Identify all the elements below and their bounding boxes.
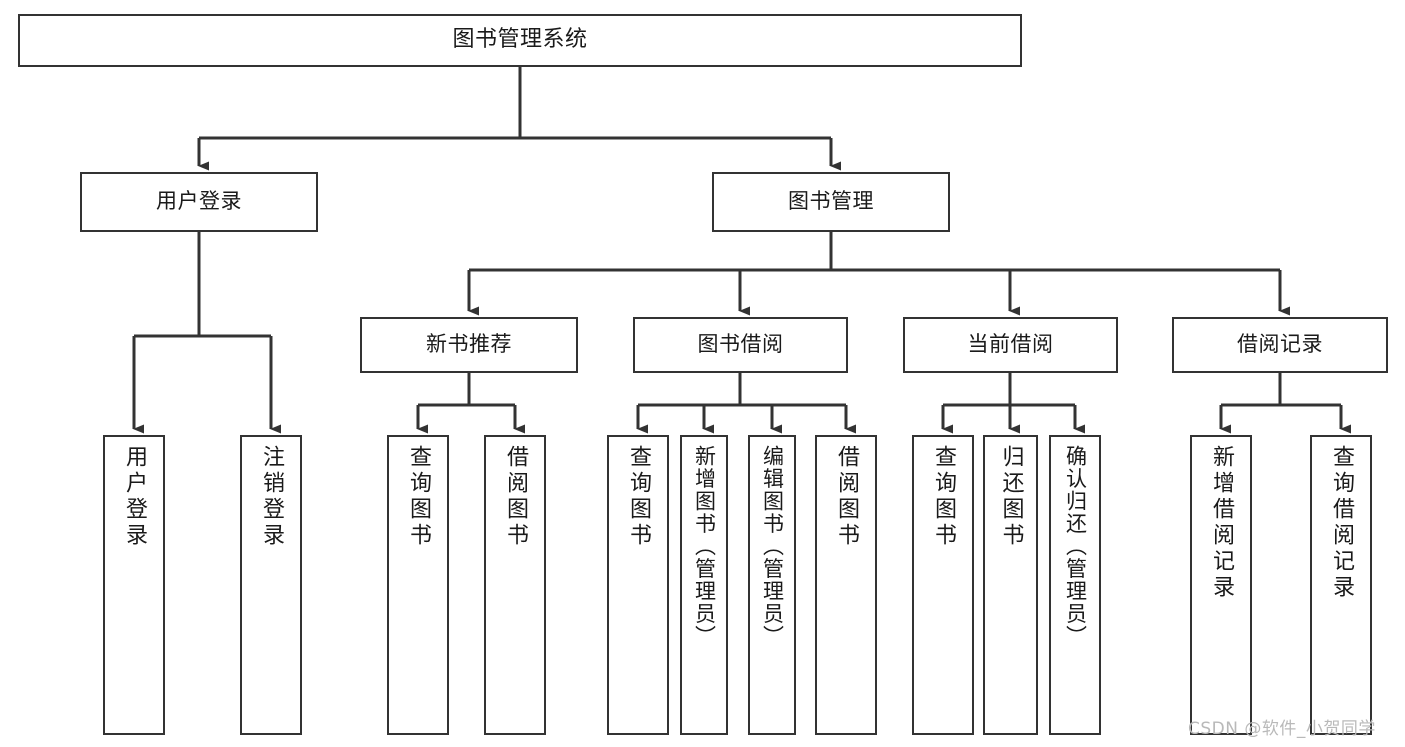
node-leaf-add-book-label: 新增图书（管理员） — [692, 445, 717, 648]
node-user-login-label: 用户登录 — [156, 189, 242, 214]
node-borrow-record-label: 借阅记录 — [1237, 332, 1323, 357]
node-new-book-rec[interactable]: 新书推荐 — [360, 317, 578, 373]
node-leaf-borrow-book-1-label: 借阅图书 — [503, 445, 528, 549]
node-new-book-rec-label: 新书推荐 — [426, 332, 512, 357]
node-book-borrow[interactable]: 图书借阅 — [633, 317, 848, 373]
node-leaf-edit-book-label: 编辑图书（管理员） — [760, 445, 785, 648]
node-current-borrow-label: 当前借阅 — [967, 332, 1054, 357]
node-book-manage[interactable]: 图书管理 — [712, 172, 950, 232]
node-root-label: 图书管理系统 — [452, 27, 588, 53]
node-root[interactable]: 图书管理系统 — [18, 14, 1022, 67]
node-leaf-query-book-2[interactable]: 查询图书 — [607, 435, 669, 735]
node-leaf-user-login-label: 用户登录 — [122, 445, 147, 549]
node-book-manage-label: 图书管理 — [788, 189, 874, 214]
node-borrow-record[interactable]: 借阅记录 — [1172, 317, 1388, 373]
node-leaf-borrow-book-2-label: 借阅图书 — [834, 445, 859, 549]
node-leaf-query-book-1[interactable]: 查询图书 — [387, 435, 449, 735]
node-leaf-confirm-return-label: 确认归还（管理员） — [1063, 445, 1088, 648]
csdn-watermark: CSDN @软件_小贺同学 — [1188, 719, 1376, 739]
node-current-borrow[interactable]: 当前借阅 — [903, 317, 1118, 373]
node-book-borrow-label: 图书借阅 — [697, 332, 784, 357]
node-leaf-add-record-label: 新增借阅记录 — [1209, 445, 1234, 601]
node-leaf-query-book-3-label: 查询图书 — [931, 445, 956, 549]
node-leaf-user-logout[interactable]: 注销登录 — [240, 435, 302, 735]
node-leaf-borrow-book-2[interactable]: 借阅图书 — [815, 435, 877, 735]
node-leaf-query-book-2-label: 查询图书 — [626, 445, 651, 549]
node-leaf-borrow-book-1[interactable]: 借阅图书 — [484, 435, 546, 735]
node-leaf-return-book-label: 归还图书 — [998, 445, 1024, 549]
node-user-login[interactable]: 用户登录 — [80, 172, 318, 232]
node-leaf-query-record[interactable]: 查询借阅记录 — [1310, 435, 1372, 735]
node-leaf-add-record[interactable]: 新增借阅记录 — [1190, 435, 1252, 735]
node-leaf-query-book-1-label: 查询图书 — [406, 445, 431, 549]
node-leaf-return-book[interactable]: 归还图书 — [983, 435, 1038, 735]
node-leaf-add-book[interactable]: 新增图书（管理员） — [680, 435, 728, 735]
node-leaf-query-record-label: 查询借阅记录 — [1329, 445, 1354, 601]
node-leaf-query-book-3[interactable]: 查询图书 — [912, 435, 974, 735]
node-leaf-confirm-return[interactable]: 确认归还（管理员） — [1049, 435, 1101, 735]
node-leaf-user-logout-label: 注销登录 — [259, 445, 284, 549]
node-leaf-edit-book[interactable]: 编辑图书（管理员） — [748, 435, 796, 735]
node-leaf-user-login[interactable]: 用户登录 — [103, 435, 165, 735]
